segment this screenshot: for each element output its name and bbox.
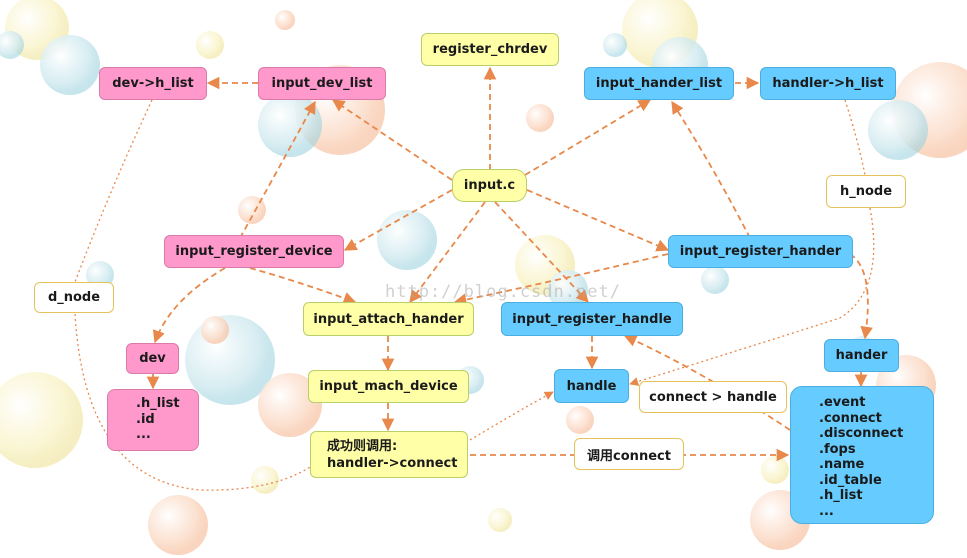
edge-register-device-dev	[152, 267, 226, 344]
success-call-line-2: handler->connect	[327, 455, 458, 471]
edge-input-c-register-hander	[526, 189, 670, 252]
dev-field-item: .h_list	[136, 396, 180, 411]
hander-field-item: .id_table	[819, 472, 882, 488]
node-input-hander-list: input_hander_list	[584, 67, 734, 100]
hander-field-item: .disconnect	[819, 426, 904, 441]
hander-field-item: ...	[819, 503, 834, 519]
edge-register-device-attach	[249, 267, 357, 305]
watermark: http://blog.csdn.net/	[385, 282, 621, 302]
edge-register-device-dev-list	[239, 100, 316, 239]
edge-register-hander-hander-list	[671, 100, 751, 239]
edge-input-c-register-device	[343, 189, 453, 251]
node-input-register-handle: input_register_handle	[501, 302, 683, 336]
edge-input-c-attach-hander	[409, 201, 486, 304]
edge-dev-h-list-d-node	[74, 99, 153, 283]
edge-success-handle	[469, 391, 554, 441]
edge-fields-register-handle	[623, 334, 791, 431]
node-handler-h-list: handler->h_list	[760, 67, 896, 100]
hander-field-item: .h_list	[819, 488, 863, 503]
hander-field-item: .name	[819, 457, 865, 472]
node-success-call: 成功则调用: handler->connect	[310, 431, 468, 478]
hander-field-item: .connect	[819, 410, 882, 426]
node-dev-h-list: dev->h_list	[99, 67, 207, 100]
node-hander: hander	[824, 339, 899, 372]
label-call-connect: 调用connect	[574, 438, 684, 470]
node-input-attach-hander: input_attach_hander	[303, 302, 474, 336]
edge-input-c-input-hander-list	[524, 99, 652, 176]
label-d-node: d_node	[34, 282, 114, 313]
node-input-register-device: input_register_device	[164, 235, 344, 268]
edge-register-hander-hander	[849, 253, 873, 340]
edge-h-list-h-node	[844, 99, 866, 176]
hander-fields-box: .event.connect.disconnect.fops.name.id_t…	[790, 386, 934, 524]
node-input-c: input.c	[452, 169, 527, 202]
hander-field-item: .event	[819, 395, 866, 410]
node-register-chrdev: register_chrdev	[421, 33, 559, 66]
success-call-line-1: 成功则调用:	[327, 438, 398, 454]
node-input-mach-device: input_mach_device	[308, 370, 469, 403]
dev-fields-box: .h_list.id...	[107, 389, 199, 451]
node-handle: handle	[554, 369, 629, 403]
node-dev: dev	[126, 343, 179, 374]
edge-input-c-register-handle	[494, 201, 589, 303]
node-input-register-hander: input_register_hander	[668, 235, 853, 268]
dev-field-item: .id	[136, 411, 155, 427]
edge-h-node-handle	[629, 207, 875, 386]
label-h-node: h_node	[826, 175, 906, 208]
node-input-dev-list: input_dev_list	[258, 67, 386, 100]
edge-register-hander-attach	[453, 253, 669, 306]
label-connect-handle: connect > handle	[639, 381, 787, 413]
hander-field-item: .fops	[819, 441, 856, 457]
edge-input-c-input-dev-list	[331, 99, 453, 181]
dev-field-item: ...	[136, 427, 151, 442]
